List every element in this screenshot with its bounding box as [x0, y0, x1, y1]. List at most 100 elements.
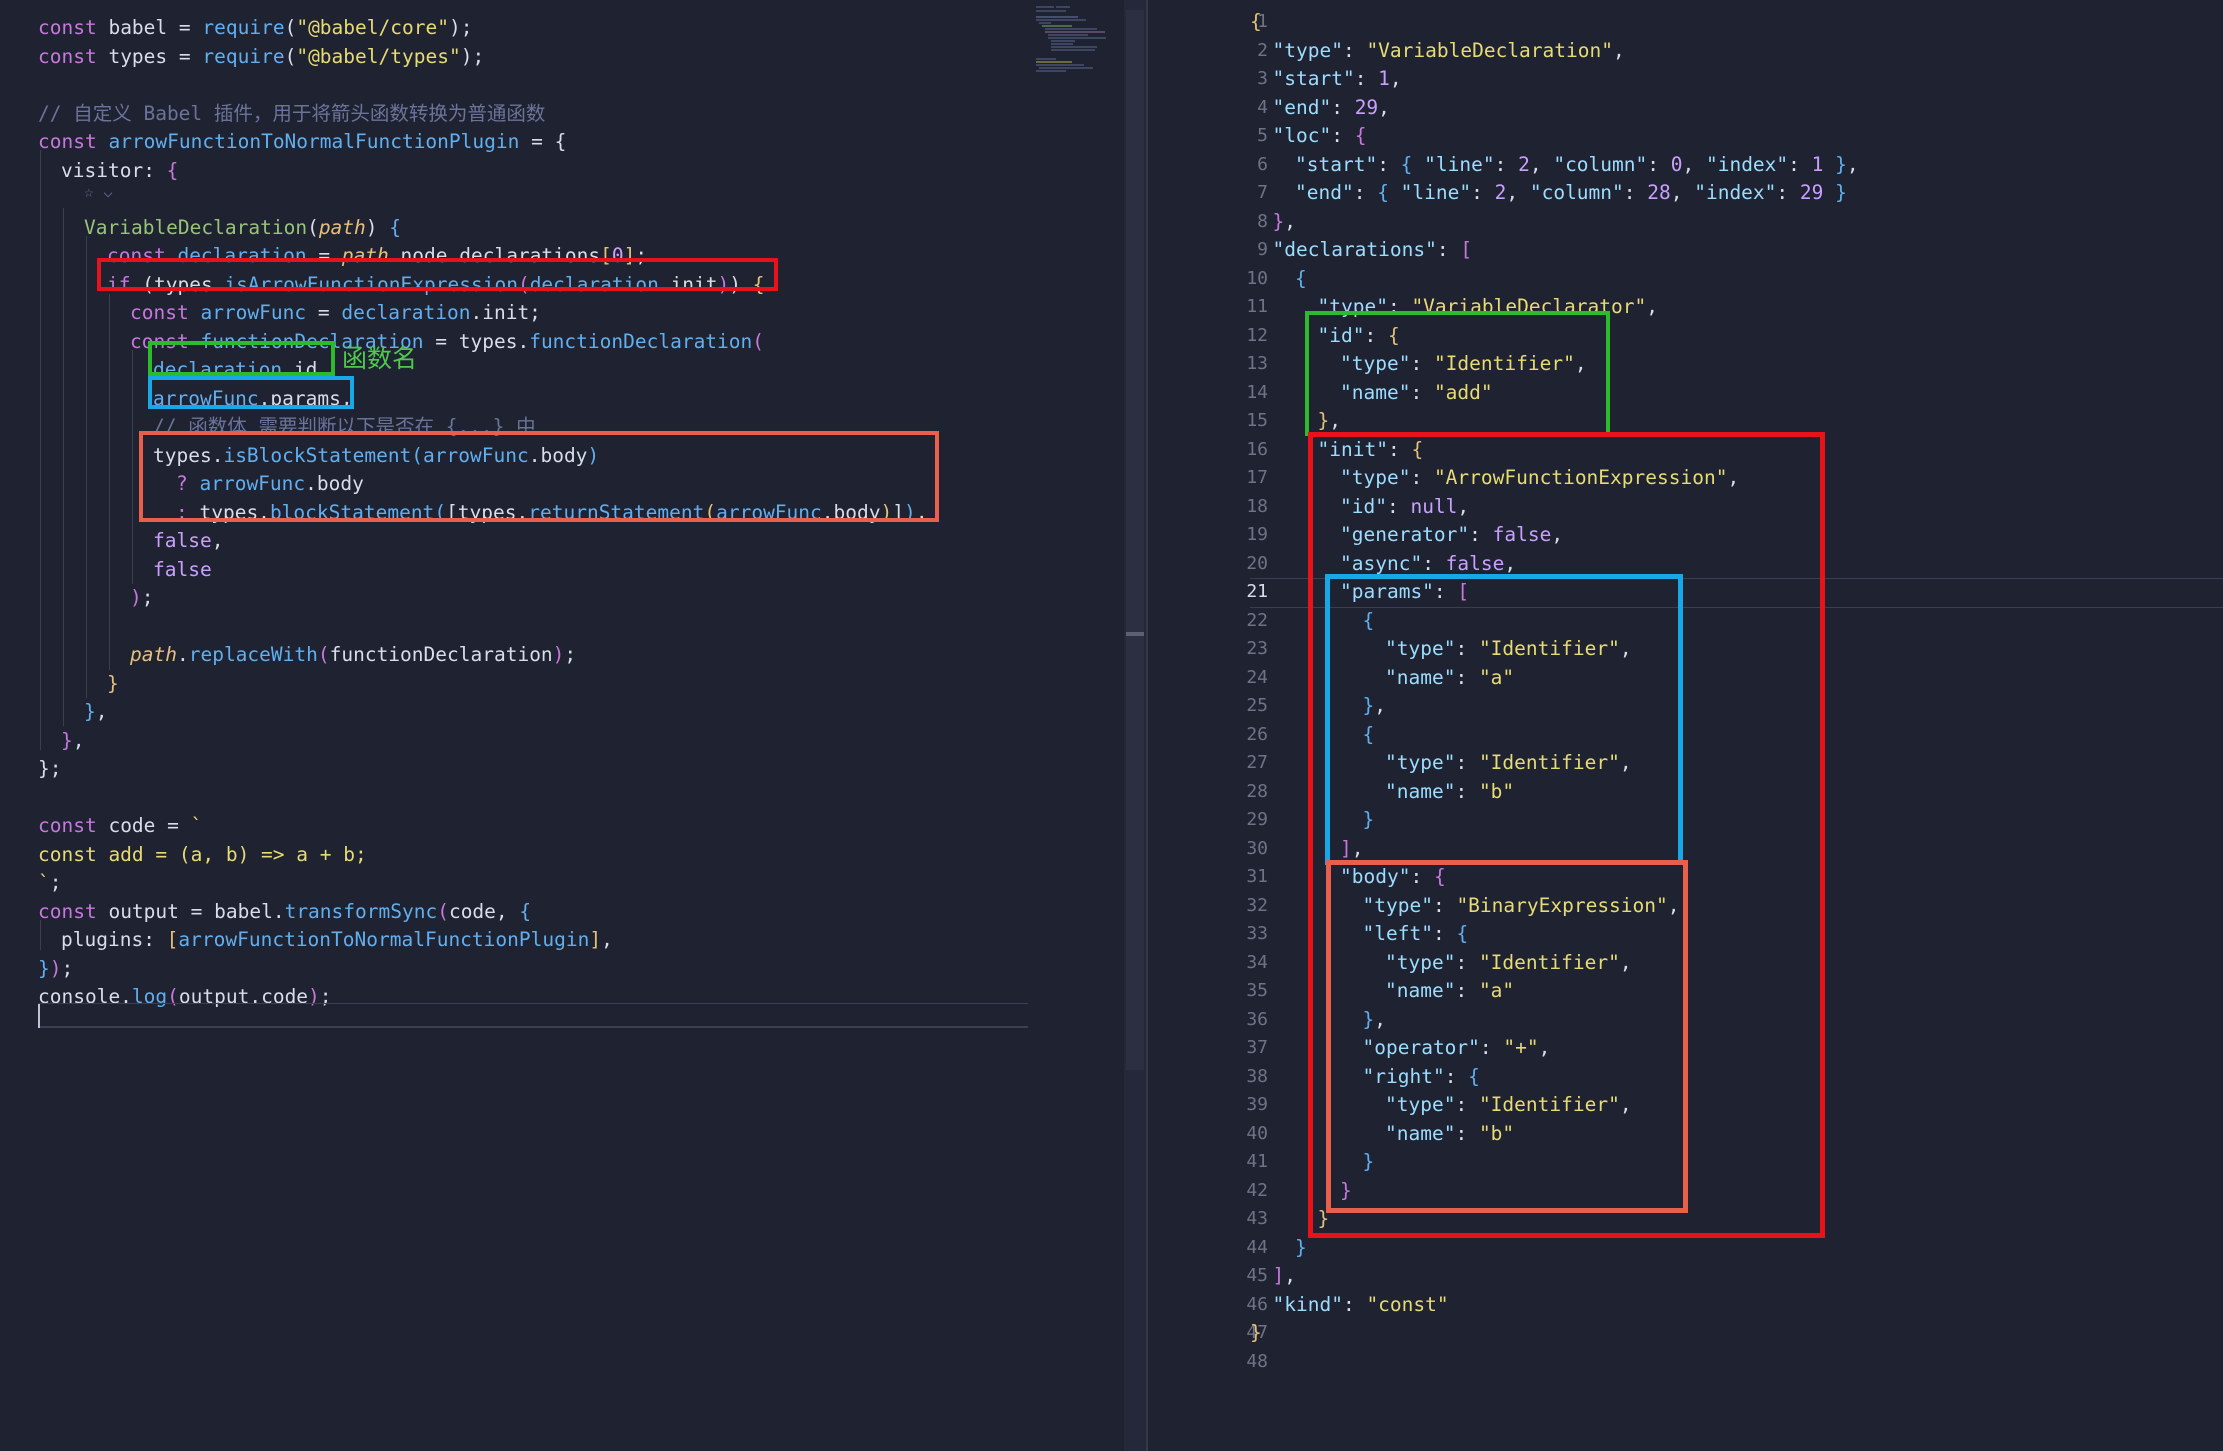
code-line[interactable]: ? arrowFunc.body — [176, 470, 364, 499]
code-token: ( — [437, 900, 449, 923]
json-line[interactable]: "operator": "+", — [1363, 1034, 1551, 1063]
code-line[interactable]: const babel = require("@babel/core"); — [38, 14, 472, 43]
code-token: 29 — [1799, 181, 1824, 204]
json-line[interactable]: }, — [1363, 1006, 1387, 1035]
code-token: } — [84, 700, 96, 723]
code-line[interactable]: }); — [38, 955, 73, 984]
code-line[interactable]: }; — [38, 755, 61, 784]
code-line[interactable]: const types = require("@babel/types"); — [38, 43, 484, 72]
json-line[interactable]: { — [1363, 607, 1375, 636]
code-line[interactable]: types.isBlockStatement(arrowFunc.body) — [153, 442, 599, 471]
code-token: : — [1354, 67, 1379, 90]
code-token: ( — [517, 273, 530, 296]
code-token: const — [38, 16, 109, 39]
code-token: ] — [892, 501, 904, 524]
json-line[interactable]: } — [1295, 1234, 1307, 1263]
json-line[interactable]: "id": null, — [1340, 493, 1469, 522]
code-line[interactable]: path.replaceWith(functionDeclaration); — [130, 641, 576, 670]
json-line[interactable]: "type": "Identifier", — [1385, 1091, 1632, 1120]
json-line[interactable]: "type": "Identifier", — [1340, 350, 1587, 379]
code-token: "end" — [1295, 181, 1354, 204]
code-line[interactable]: // 自定义 Babel 插件，用于将箭头函数转换为普通函数 — [38, 100, 545, 129]
code-token: ; — [61, 957, 74, 980]
code-line[interactable]: }, — [84, 698, 108, 727]
code-line[interactable]: VariableDeclaration(path) { — [84, 214, 401, 243]
json-line[interactable]: "kind": "const" — [1273, 1291, 1449, 1320]
code-line[interactable]: plugins: [arrowFunctionToNormalFunctionP… — [61, 926, 613, 955]
code-token: 1 — [1378, 67, 1390, 90]
json-line[interactable]: "async": false, — [1340, 550, 1516, 579]
code-line[interactable]: const add = (a, b) => a + b; — [38, 841, 367, 870]
code-line[interactable]: const code = ` — [38, 812, 202, 841]
left-code-editor[interactable]: ☆ ⌵ const babel = require("@babel/core")… — [0, 0, 1130, 1451]
code-line[interactable]: }, — [61, 727, 85, 756]
json-line[interactable]: "type": "Identifier", — [1385, 635, 1632, 664]
json-line[interactable]: } — [1340, 1177, 1352, 1206]
code-token: "type" — [1272, 38, 1343, 62]
json-line[interactable]: "id": { — [1318, 322, 1400, 351]
json-line[interactable]: "params": [ — [1340, 578, 1469, 607]
code-line[interactable]: false, — [153, 527, 223, 556]
json-line[interactable]: "type": "BinaryExpression", — [1363, 892, 1680, 921]
json-line[interactable]: "name": "a" — [1385, 977, 1514, 1006]
json-line[interactable]: } — [1363, 1148, 1375, 1177]
json-line[interactable]: "declarations": [ — [1273, 236, 1473, 265]
json-line[interactable]: "name": "b" — [1385, 778, 1514, 807]
json-line[interactable]: "left": { — [1363, 920, 1469, 949]
pane-divider[interactable] — [1146, 0, 1148, 1451]
json-line[interactable]: "start": { "line": 2, "column": 0, "inde… — [1295, 151, 1859, 180]
line-number: 6 — [1257, 153, 1268, 175]
code-line[interactable]: const output = babel.transformSync(code,… — [38, 898, 531, 927]
json-line[interactable]: }, — [1273, 208, 1297, 237]
code-line[interactable]: visitor: { — [61, 157, 178, 186]
json-line[interactable]: "type": "Identifier", — [1385, 749, 1632, 778]
json-line[interactable]: "loc": { — [1273, 122, 1367, 151]
json-line[interactable]: "body": { — [1340, 863, 1446, 892]
json-line[interactable]: } — [1250, 1319, 1262, 1348]
codelens-hint[interactable]: ☆ ⌵ — [84, 182, 113, 201]
code-token: } — [1317, 409, 1330, 432]
json-line[interactable]: "init": { — [1318, 436, 1424, 465]
code-token: : — [1331, 95, 1355, 119]
code-token: "kind" — [1272, 1292, 1343, 1316]
code-line[interactable]: false — [153, 556, 212, 585]
json-line[interactable]: }, — [1318, 407, 1342, 436]
code-token: babel. — [214, 900, 285, 923]
json-line[interactable]: "right": { — [1363, 1063, 1480, 1092]
json-line[interactable]: "type": "VariableDeclaration", — [1273, 37, 1625, 66]
code-token: "params" — [1340, 580, 1434, 603]
code-line[interactable]: console.log(output.code); — [38, 983, 332, 1012]
code-line[interactable]: } — [107, 670, 119, 699]
json-line[interactable]: "start": 1, — [1273, 65, 1402, 94]
code-token: ( — [284, 45, 297, 68]
minimap[interactable] — [1036, 6, 1116, 74]
json-line[interactable]: ], — [1273, 1262, 1297, 1291]
code-line[interactable]: ); — [130, 584, 154, 613]
code-token: } — [1823, 181, 1847, 204]
json-line[interactable]: "name": "a" — [1385, 664, 1514, 693]
json-line[interactable]: "name": "b" — [1385, 1120, 1514, 1149]
json-line[interactable]: "type": "Identifier", — [1385, 949, 1632, 978]
code-token: "a" — [1478, 665, 1515, 689]
code-line[interactable]: const arrowFunc = declaration.init; — [130, 299, 541, 328]
json-line[interactable]: { — [1250, 8, 1262, 37]
json-line[interactable]: { — [1295, 265, 1307, 294]
json-line[interactable]: }, — [1363, 692, 1387, 721]
line-number: 19 — [1246, 524, 1268, 545]
code-line[interactable]: arrowFunc.params, — [153, 385, 353, 414]
json-line[interactable]: { — [1363, 721, 1375, 750]
left-scrollbar-thumb[interactable] — [1126, 10, 1144, 1070]
code-token: { — [389, 216, 402, 239]
json-line[interactable]: "name": "add" — [1340, 379, 1493, 408]
json-line[interactable]: "generator": false, — [1340, 521, 1563, 550]
code-line[interactable]: const arrowFunctionToNormalFunctionPlugi… — [38, 128, 566, 157]
json-line[interactable]: "end": 29, — [1273, 94, 1390, 123]
code-token: "line" — [1400, 181, 1472, 204]
code-line[interactable]: `; — [38, 869, 62, 898]
json-line[interactable]: "end": { "line": 2, "column": 28, "index… — [1295, 179, 1847, 208]
json-line[interactable]: } — [1363, 806, 1375, 835]
json-line[interactable]: } — [1318, 1205, 1330, 1234]
json-line[interactable]: ], — [1340, 835, 1364, 864]
json-line[interactable]: "type": "ArrowFunctionExpression", — [1340, 464, 1739, 493]
code-token: "Identifier" — [1478, 950, 1620, 974]
